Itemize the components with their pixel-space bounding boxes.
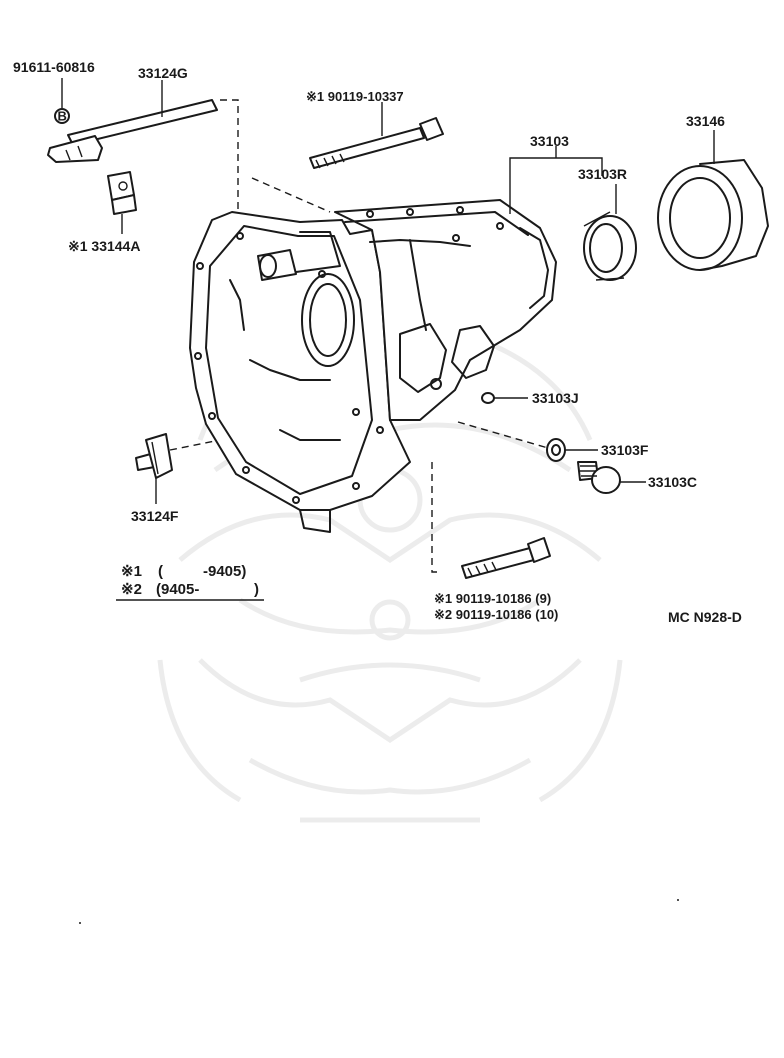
guide-33103F — [457, 421, 549, 449]
label-33103: 33103 — [530, 133, 569, 149]
bolt-marker-label: B — [58, 109, 67, 124]
diagram-code: MC N928-D — [668, 609, 742, 625]
label-90119-10337: ※1 90119-10337 — [306, 89, 404, 104]
legend-line1-range: -9405) — [203, 563, 246, 580]
bolt-marker-icon — [54, 108, 70, 124]
transmission-case-part[interactable] — [189, 199, 557, 533]
label-33144A: ※1 33144A — [68, 238, 140, 254]
guide-bolt-to-case — [251, 177, 331, 213]
stray-dot-left — [79, 922, 81, 924]
label-33103J: 33103J — [532, 390, 579, 406]
shift-head-part[interactable] — [135, 433, 173, 479]
legend: ※1 ( -9405) ※2 (9405- ) — [116, 563, 264, 601]
guide-bottom-bolt — [431, 462, 440, 573]
oil-seal-part[interactable] — [583, 211, 637, 281]
stray-dot-right — [677, 899, 679, 901]
extension-sleeve-part[interactable] — [657, 159, 769, 271]
shift-rod-part[interactable] — [47, 99, 218, 163]
legend-line2-range: (9405- — [156, 581, 199, 598]
short-bolt-part[interactable] — [461, 537, 551, 579]
plug-33103J-part[interactable] — [481, 392, 495, 404]
label-90119-10186-10: ※2 90119-10186 (10) — [434, 607, 558, 622]
label-33146: 33146 — [686, 113, 725, 129]
screw-plug-part[interactable] — [577, 461, 621, 494]
label-33103F: 33103F — [601, 442, 649, 458]
label-33124G: 33124G — [138, 65, 188, 81]
gasket-part[interactable] — [546, 438, 566, 462]
legend-line2-paren: ) — [254, 581, 259, 598]
label-33103R: 33103R — [578, 166, 627, 182]
label-90119-10186-9: ※1 90119-10186 (9) — [434, 591, 551, 606]
lock-plate-part[interactable] — [107, 171, 137, 215]
label-33103C: 33103C — [648, 474, 697, 490]
long-bolt-part[interactable] — [309, 117, 444, 169]
label-91611-60816: 91611-60816 — [13, 59, 95, 75]
label-33124F: 33124F — [131, 508, 179, 524]
legend-line1-paren: ( — [158, 563, 163, 580]
legend-line1-mark: ※1 — [121, 563, 142, 580]
legend-line2-mark: ※2 — [121, 581, 142, 598]
